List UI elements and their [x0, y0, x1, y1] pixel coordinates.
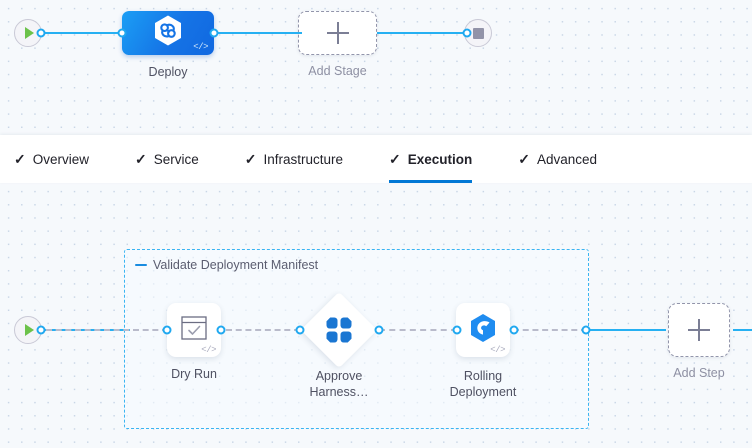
tab-label: Execution [407, 151, 473, 167]
check-icon: ✓ [389, 151, 401, 167]
check-icon: ✓ [518, 151, 530, 167]
step-connector-dot-1[interactable] [162, 325, 172, 335]
harness-hexagon-icon [153, 15, 183, 52]
rolling-deployment-icon [469, 313, 497, 348]
minus-icon[interactable] [135, 264, 147, 266]
stage-canvas[interactable]: </> Deploy Add Stage [0, 0, 752, 135]
step-connector-dot-4[interactable] [374, 325, 384, 335]
add-step-label: Add Step [673, 366, 725, 380]
tab-overview[interactable]: ✓ Overview [14, 135, 89, 183]
execution-step-canvas[interactable]: Validate Deployment Manifest </> Dry Run [0, 183, 752, 448]
step-group-header[interactable]: Validate Deployment Manifest [135, 258, 318, 272]
stage-config-tabs[interactable]: ✓ Overview ✓ Service ✓ Infrastructure ✓ … [0, 135, 752, 183]
stage-link-start-deploy [40, 32, 122, 34]
add-stage-button[interactable]: Add Stage [298, 11, 377, 78]
add-stage-label: Add Stage [308, 64, 367, 78]
stage-node-deploy[interactable]: </> Deploy [122, 11, 214, 79]
play-icon [25, 324, 34, 336]
step-group-label: Validate Deployment Manifest [153, 258, 319, 272]
stage-link-addstage-end [377, 32, 467, 34]
step-node-dry-run[interactable]: </> Dry Run [167, 303, 221, 381]
stage-label-deploy: Deploy [148, 65, 188, 79]
shell-script-check-icon [181, 315, 207, 345]
step-connector-dot-2[interactable] [216, 325, 226, 335]
stage-link-deploy-addstage [218, 32, 302, 34]
step-dashed-link-4 [513, 329, 587, 331]
check-icon: ✓ [244, 151, 257, 167]
step-node-rolling-deployment[interactable]: </> Rolling Deployment [450, 303, 516, 399]
tab-label: Advanced [537, 151, 598, 167]
play-icon [25, 27, 34, 39]
stage-connector-dot-4[interactable] [462, 28, 472, 38]
stage-connector-dot-2[interactable] [117, 28, 127, 38]
step-connector-dot-7[interactable] [581, 325, 591, 335]
add-step-button[interactable]: Add Step [668, 303, 730, 380]
check-icon: ✓ [135, 151, 147, 167]
code-badge-icon[interactable]: </> [201, 345, 216, 355]
step-label-rolling-deployment: Rolling Deployment [449, 369, 517, 399]
code-badge-icon[interactable]: </> [490, 345, 505, 355]
tab-service[interactable]: ✓ Service [135, 135, 199, 183]
stop-icon [472, 27, 484, 39]
step-connector-dot-3[interactable] [295, 325, 305, 335]
plus-icon [688, 319, 710, 341]
tab-label: Overview [32, 151, 89, 167]
tab-infrastructure[interactable]: ✓ Infrastructure [245, 135, 343, 183]
step-link-group-addstep [586, 329, 666, 331]
tab-advanced[interactable]: ✓ Advanced [518, 135, 597, 183]
stage-connector-dot-1[interactable] [36, 28, 46, 38]
step-link-addstep-out [733, 329, 752, 331]
tab-label: Service [153, 151, 199, 167]
tab-label: Infrastructure [263, 151, 344, 167]
step-connector-dot-0[interactable] [36, 325, 46, 335]
plus-icon [326, 22, 349, 44]
step-label-approve-harness: Approve Harness… [309, 369, 369, 399]
tab-execution[interactable]: ✓ Execution [389, 135, 473, 183]
step-node-approve-harness[interactable]: Approve Harness… [300, 291, 378, 399]
harness-approval-icon [301, 292, 377, 368]
step-connector-dot-5[interactable] [452, 325, 462, 335]
step-connector-dot-6[interactable] [509, 325, 519, 335]
step-dashed-link-1 [46, 329, 168, 331]
check-icon: ✓ [14, 151, 26, 167]
stage-connector-dot-3[interactable] [209, 28, 219, 38]
step-dashed-link-2 [226, 329, 300, 331]
step-dashed-link-3 [379, 329, 457, 331]
step-label-dry-run: Dry Run [171, 367, 217, 381]
code-badge-icon[interactable]: </> [193, 42, 208, 52]
